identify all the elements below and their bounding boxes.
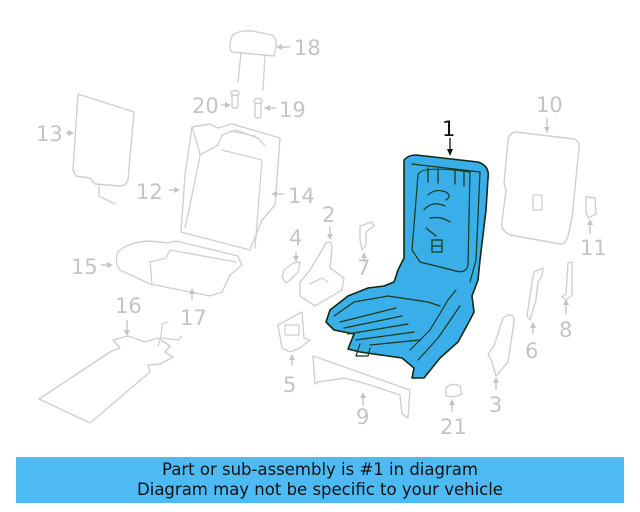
part-3-side-cover[interactable] (487, 314, 515, 377)
parts-diagram: 18 20 19 13 12 14 15 17 (36, 30, 607, 439)
callout-14[interactable]: 14 (288, 184, 315, 208)
part-13-back-panel[interactable] (72, 93, 135, 205)
part-10-back-board[interactable] (500, 131, 580, 245)
callout-12[interactable]: 12 (136, 180, 163, 204)
callout-16[interactable]: 16 (115, 294, 142, 318)
callout-1[interactable]: 1 (442, 117, 455, 141)
part-20-guide[interactable] (230, 89, 240, 109)
callout-15[interactable]: 15 (71, 255, 98, 279)
callout-9[interactable]: 9 (356, 405, 369, 429)
callout-3[interactable]: 3 (489, 393, 502, 417)
part-7-hinge[interactable] (359, 221, 375, 251)
part-5-bracket[interactable] (277, 311, 311, 353)
callout-10[interactable]: 10 (536, 93, 563, 117)
part-21-clip[interactable] (445, 383, 463, 398)
callout-13[interactable]: 13 (36, 122, 63, 146)
part-15-17-cushion[interactable] (115, 240, 243, 297)
part-18-headrest[interactable] (229, 30, 277, 91)
part-11-latch[interactable] (585, 196, 597, 219)
callout-5[interactable]: 5 (283, 373, 296, 397)
part-8-strip[interactable] (561, 261, 573, 301)
callout-17[interactable]: 17 (180, 306, 207, 330)
banner-line-disclaimer: Diagram may not be specific to your vehi… (137, 480, 503, 499)
banner-line-part-number: Part or sub-assembly is #1 in diagram (162, 460, 478, 479)
part-2-side-cover[interactable] (299, 241, 345, 307)
callout-8[interactable]: 8 (559, 318, 572, 342)
callout-4[interactable]: 4 (289, 226, 302, 250)
callout-20[interactable]: 20 (192, 94, 219, 118)
part-1-seat-frame[interactable] (325, 154, 490, 379)
part-12-14-seatback[interactable] (180, 123, 281, 251)
part-16-seat-heater[interactable] (38, 321, 183, 424)
callout-2[interactable]: 2 (322, 203, 335, 227)
info-banner: Part or sub-assembly is #1 in diagram Di… (16, 457, 624, 503)
part-9-trim[interactable] (312, 355, 411, 419)
part-19-guide[interactable] (253, 97, 263, 119)
part-6-cover[interactable] (526, 267, 544, 321)
callout-7[interactable]: 7 (357, 256, 370, 280)
callout-18[interactable]: 18 (294, 36, 321, 60)
part-4-bracket[interactable] (281, 261, 301, 284)
callout-6[interactable]: 6 (525, 339, 538, 363)
callout-19[interactable]: 19 (279, 98, 306, 122)
callout-11[interactable]: 11 (580, 236, 607, 260)
callout-21[interactable]: 21 (440, 415, 467, 439)
